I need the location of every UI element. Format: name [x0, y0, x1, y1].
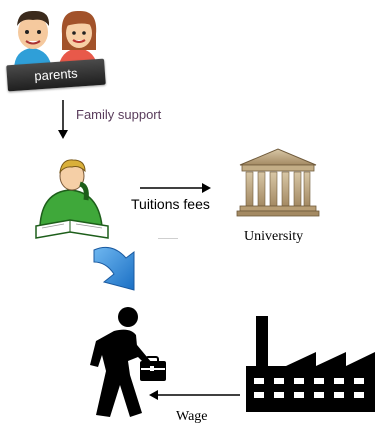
- university-label: University: [244, 229, 304, 244]
- student-reading-icon: [35, 159, 109, 239]
- tuition-fees-label: Tuitions fees: [131, 196, 210, 212]
- curved-blue-arrow-icon: [93, 246, 135, 291]
- tuition-fees-arrow: [140, 183, 211, 193]
- university-building-icon: [236, 148, 320, 217]
- parents-label: parents: [6, 58, 106, 92]
- wage-arrow: [149, 390, 240, 400]
- family-support-arrow: [58, 100, 68, 139]
- wage-label: Wage: [176, 409, 208, 424]
- divider: [158, 238, 178, 239]
- worker-with-briefcase-icon: [90, 307, 166, 417]
- family-support-label: Family support: [76, 107, 162, 122]
- factory-icon: [246, 316, 375, 412]
